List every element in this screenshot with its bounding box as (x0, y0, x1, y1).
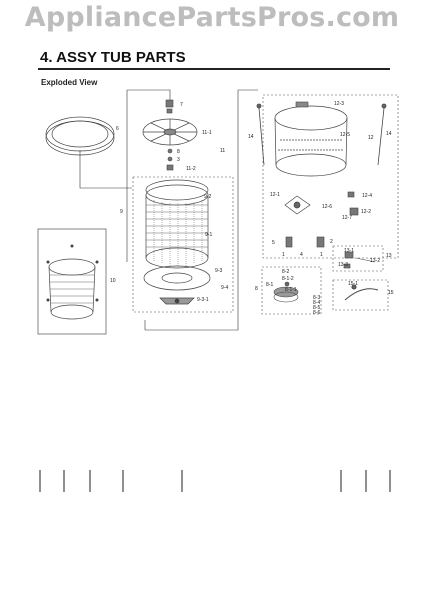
group-box-13 (332, 245, 384, 272)
callout-12-5: 12-5 (340, 132, 350, 138)
group-box-10 (37, 228, 107, 335)
callout-12-7: 12-7 (342, 215, 352, 221)
group-box-9 (132, 176, 234, 313)
callout-3: 3 (177, 157, 180, 163)
small-parts-stack (165, 99, 174, 171)
basket-assy-mesh (50, 274, 94, 304)
watermark-text: AppliancePartsPros.com (24, 2, 400, 33)
part-13-assy (343, 251, 376, 269)
callout-11-1: 11-1 (202, 130, 212, 136)
motor-mount (284, 195, 311, 215)
group-box-15 (332, 279, 389, 311)
callout-5: 5 (272, 240, 275, 246)
callout-7: 7 (180, 102, 183, 108)
callout-8-6: 8-6 (313, 310, 320, 316)
suspension-rod-right (377, 103, 387, 166)
part-2 (316, 236, 325, 248)
callout-12: 12 (368, 135, 374, 141)
callout-13: 13 (386, 253, 392, 259)
callout-11-2: 11-2 (186, 166, 196, 172)
callout-8-3: 8-3 (313, 295, 320, 301)
callout-9-3: 9-3 (215, 268, 222, 274)
connector-top (127, 89, 171, 103)
shaft-flange (159, 297, 195, 305)
connector-6 (79, 150, 132, 189)
page-title: 4. ASSY TUB PARTS (40, 49, 186, 66)
suspension-rod-left (256, 103, 265, 166)
part-15-hose (344, 284, 379, 301)
callout-13-2: 13-2 (370, 258, 380, 264)
callout-10: 10 (110, 278, 116, 284)
callout-14-right: 14 (386, 131, 392, 137)
ring-part-6 (45, 116, 115, 156)
callout-9-1: 9-1 (205, 232, 212, 238)
pulsator-part (142, 118, 198, 146)
callout-12-2: 12-2 (361, 209, 371, 215)
callout-2: 2 (330, 239, 333, 245)
callout-1b: 1 (320, 252, 323, 258)
callout-9-2: 9-2 (204, 194, 211, 200)
callout-9-4: 9-4 (221, 285, 228, 291)
callout-13-3: 13-3 (338, 262, 348, 268)
callout-15-1: 15-1 (348, 281, 358, 287)
callout-12-4: 12-4 (362, 193, 372, 199)
outer-tub-part (274, 105, 348, 177)
callout-9: 9 (120, 209, 123, 215)
basket-flange (143, 265, 211, 291)
callout-6: 6 (116, 126, 119, 132)
callout-9-3-1: 9-3-1 (197, 297, 209, 303)
connector-tub (212, 90, 239, 331)
callout-14-left: 14 (248, 134, 254, 140)
callout-8-1-1: 8-1-1 (285, 287, 297, 293)
subtitle: Exploded View (41, 78, 98, 87)
basket-assy-10 (48, 258, 96, 320)
tub-cover (295, 101, 309, 108)
parts-list-columns (39, 470, 391, 492)
group-box-12 (262, 94, 399, 259)
callout-8-main: 8 (255, 286, 258, 292)
callout-1: 1 (282, 252, 285, 258)
callout-8-4: 8-4 (313, 300, 320, 306)
group-box-8 (261, 266, 322, 315)
clutch-assy (273, 281, 299, 303)
callout-4: 4 (300, 252, 303, 258)
callout-8-2: 8-2 (282, 269, 289, 275)
callout-8-1-2: 8-1-2 (282, 276, 294, 282)
callout-8-1: 8-1 (266, 282, 273, 288)
callout-8-5: 8-5 (313, 305, 320, 311)
callout-12-6: 12-6 (322, 204, 332, 210)
callout-8: 8 (177, 149, 180, 155)
callout-15: 15 (388, 290, 394, 296)
callout-11: 11 (220, 148, 225, 154)
part-12-2 (347, 191, 359, 216)
title-rule (38, 68, 390, 70)
callout-13-1: 13-1 (344, 248, 354, 254)
part-5 (285, 236, 293, 248)
box10-screws (46, 244, 99, 302)
callout-12-3: 12-3 (334, 101, 344, 107)
callout-12-1: 12-1 (270, 192, 280, 198)
inner-basket-part (145, 179, 209, 269)
basket-mesh (146, 200, 208, 266)
